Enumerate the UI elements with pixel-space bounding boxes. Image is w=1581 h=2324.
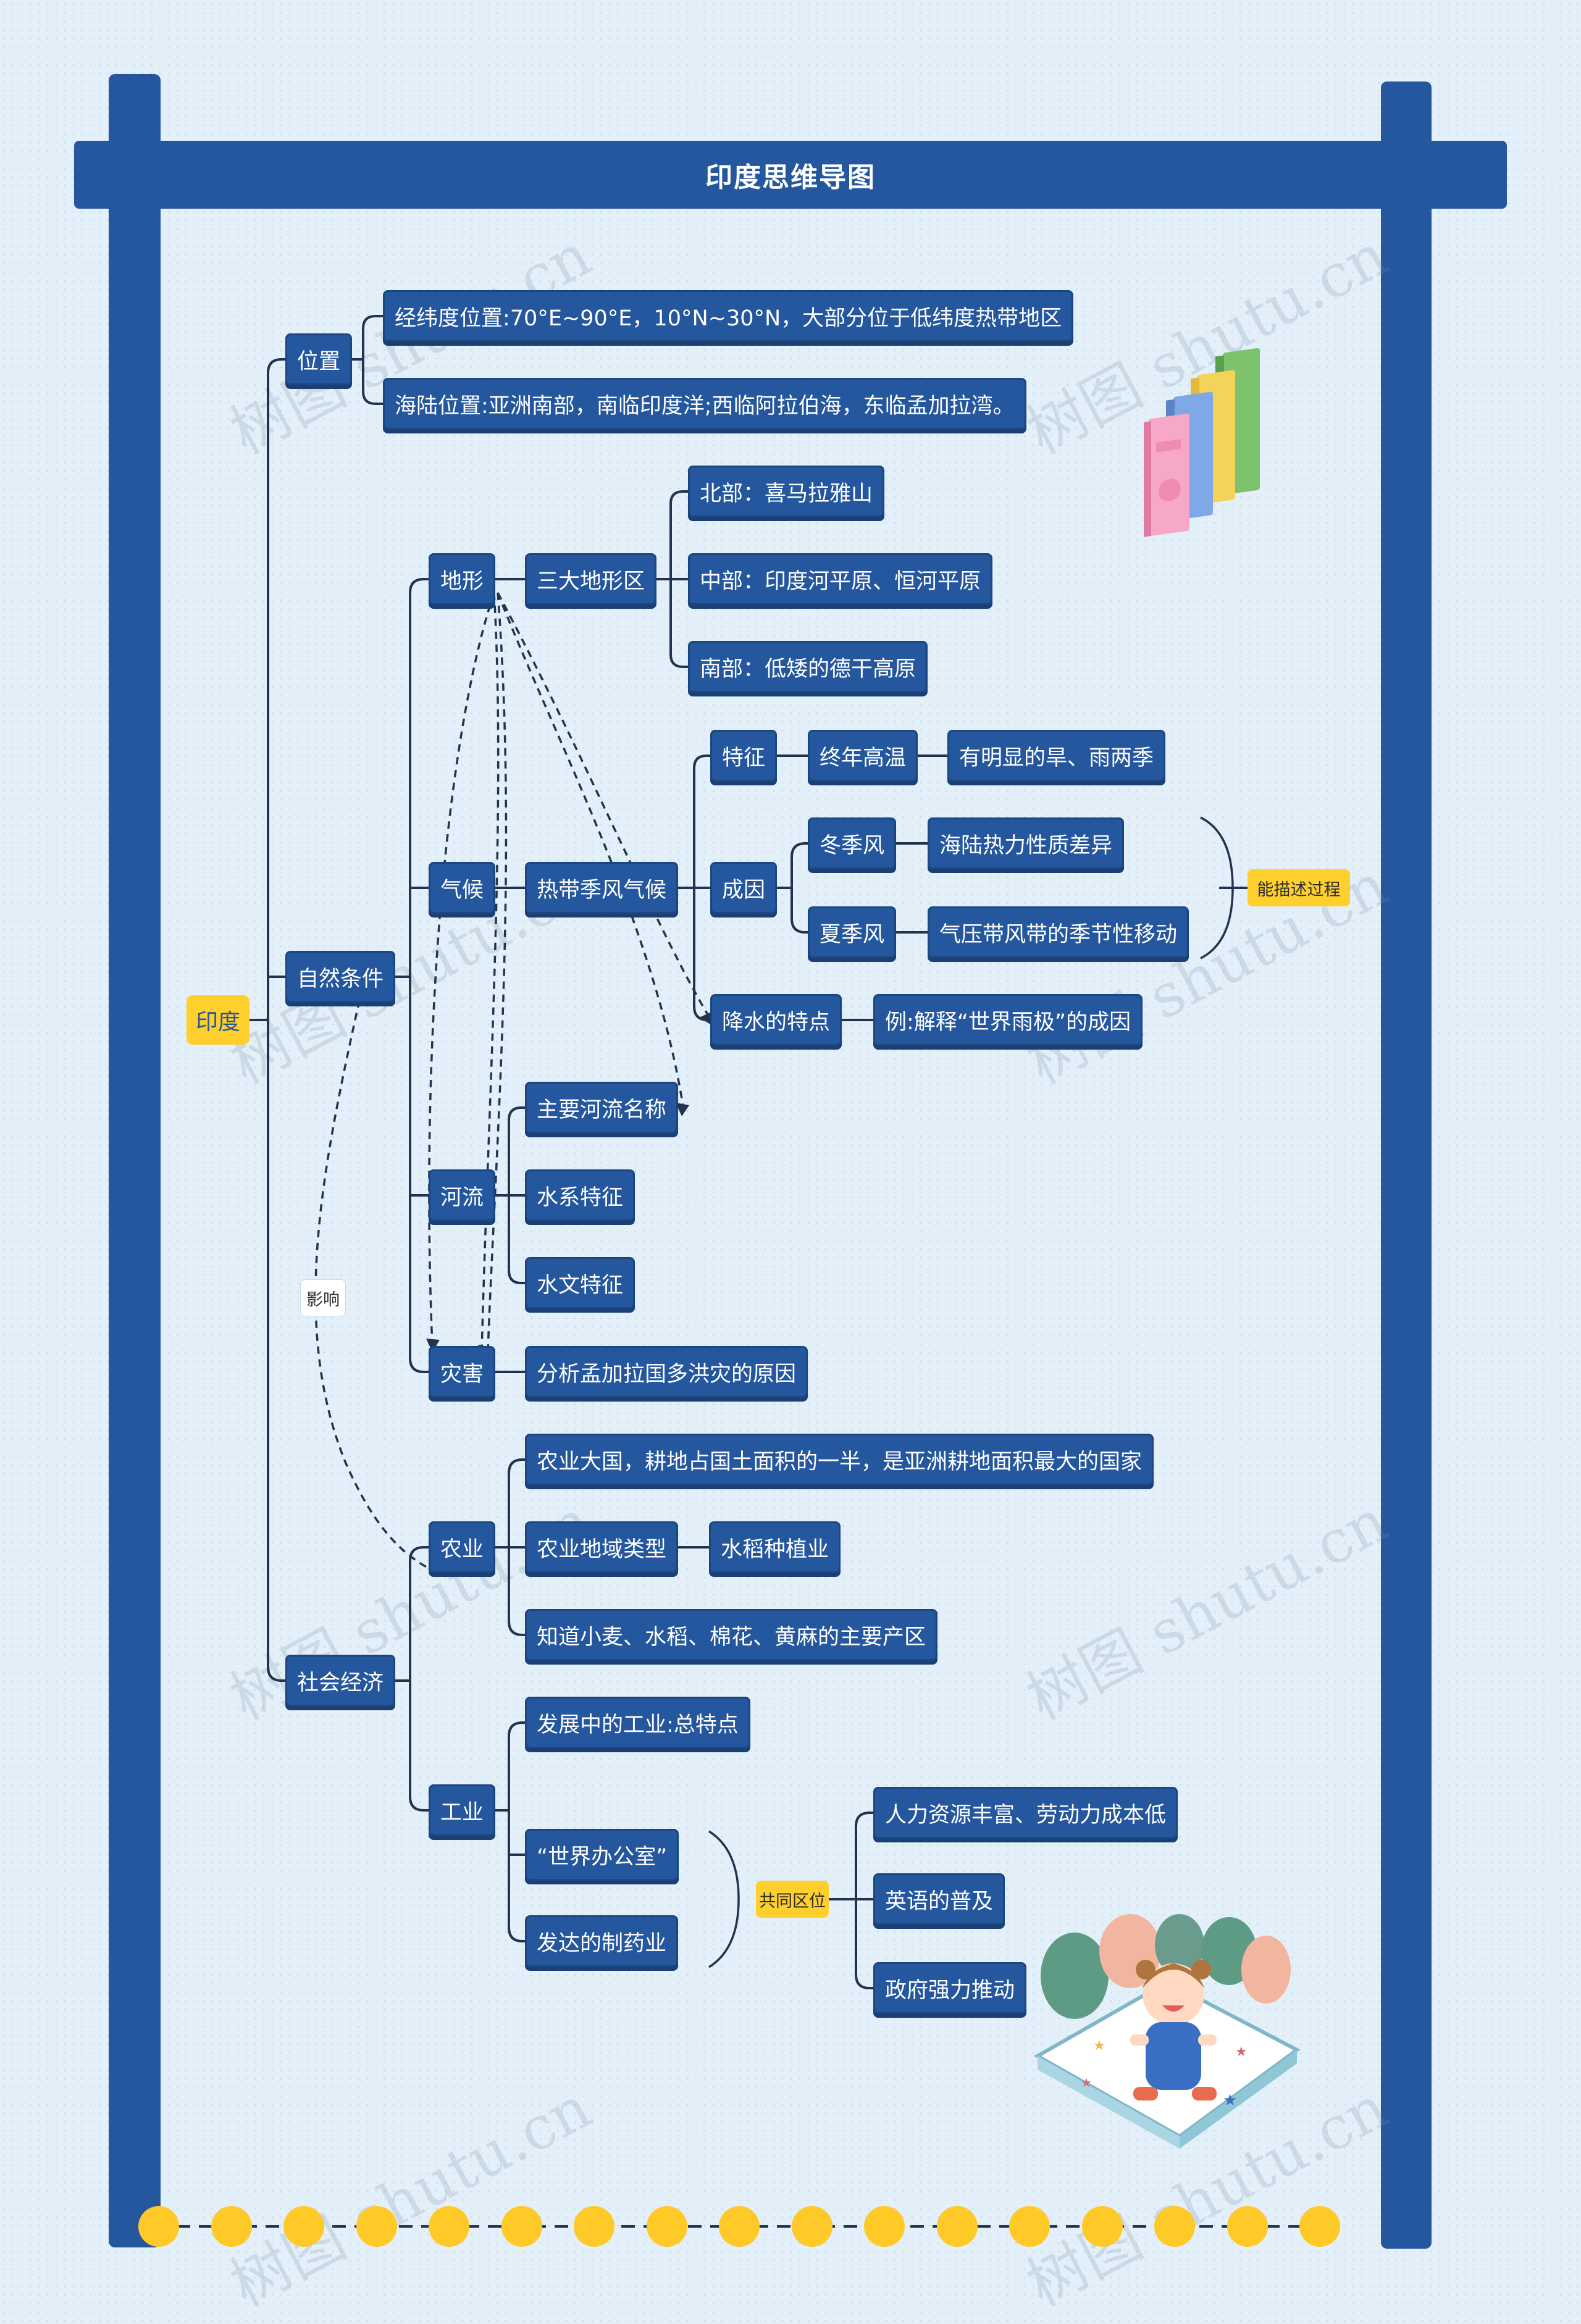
node-factor-english[interactable]: 英语的普及 xyxy=(873,1873,1005,1925)
node-feature-seasons[interactable]: 有明显的旱、雨两季 xyxy=(947,730,1166,782)
node-industry-developing[interactable]: 发展中的工业:总特点 xyxy=(525,1697,750,1749)
svg-text:★: ★ xyxy=(1235,2044,1248,2060)
right-pillar xyxy=(1381,82,1432,2249)
node-disaster[interactable]: 灾害 xyxy=(429,1346,496,1398)
node-river-names[interactable]: 主要河流名称 xyxy=(525,1082,679,1134)
bottom-dot xyxy=(936,2206,978,2247)
node-climate-rain[interactable]: 降水的特点 xyxy=(710,994,842,1046)
bottom-dot xyxy=(283,2206,324,2247)
node-location[interactable]: 位置 xyxy=(285,333,353,385)
node-cause-winter-reason[interactable]: 海陆热力性质差异 xyxy=(928,817,1125,869)
bottom-dot xyxy=(864,2206,905,2247)
node-agri-rice[interactable]: 水稻种植业 xyxy=(709,1521,841,1573)
node-rain-example[interactable]: 例:解释“世界雨极”的成因 xyxy=(873,994,1143,1046)
node-industry-pharma[interactable]: 发达的制药业 xyxy=(525,1915,679,1967)
bottom-dot xyxy=(429,2206,469,2247)
bottom-dot xyxy=(1154,2206,1195,2247)
bottom-dot xyxy=(719,2206,760,2247)
node-river-system[interactable]: 水系特征 xyxy=(525,1169,635,1221)
bottom-dot xyxy=(574,2206,614,2247)
bottom-dot xyxy=(646,2206,687,2247)
bottom-dot xyxy=(138,2206,179,2247)
node-location-sea-land[interactable]: 海陆位置:亚洲南部，南临印度洋;西临阿拉伯海，东临孟加拉湾。 xyxy=(383,378,1026,430)
node-feature-hot[interactable]: 终年高温 xyxy=(808,730,918,782)
node-terrain-south[interactable]: 南部：低矮的德干高原 xyxy=(688,641,928,693)
bottom-dot xyxy=(1299,2206,1340,2247)
bottom-dot xyxy=(211,2206,252,2247)
bottom-dot xyxy=(356,2206,397,2247)
node-climate-monsoon[interactable]: 热带季风气候 xyxy=(525,862,679,914)
node-climate-feature[interactable]: 特征 xyxy=(710,730,778,782)
node-river-hydrology[interactable]: 水文特征 xyxy=(525,1257,635,1309)
node-agri-big[interactable]: 农业大国，耕地占国土面积的一半，是亚洲耕地面积最大的国家 xyxy=(525,1434,1154,1486)
bottom-dot xyxy=(1227,2206,1268,2247)
root-node[interactable]: 印度 xyxy=(187,995,250,1045)
node-terrain[interactable]: 地形 xyxy=(429,553,496,605)
bottom-dot xyxy=(791,2206,832,2247)
bottom-dot xyxy=(1009,2206,1050,2247)
node-river[interactable]: 河流 xyxy=(429,1169,496,1221)
svg-text:★: ★ xyxy=(1223,2091,1237,2110)
bottom-dot xyxy=(1081,2206,1123,2247)
node-nature[interactable]: 自然条件 xyxy=(285,951,396,1003)
page-title: 印度思维导图 xyxy=(74,141,1507,209)
summary-describe-process[interactable]: 能描述过程 xyxy=(1248,869,1350,906)
node-agriculture[interactable]: 农业 xyxy=(429,1521,496,1573)
svg-text:★: ★ xyxy=(1093,2038,1105,2054)
node-terrain-three-regions[interactable]: 三大地形区 xyxy=(525,553,657,605)
node-cause-summer[interactable]: 夏季风 xyxy=(808,906,897,958)
left-pillar xyxy=(109,74,161,2247)
node-location-latlon[interactable]: 经纬度位置:70°E~90°E，10°N~30°N，大部分位于低纬度热带地区 xyxy=(383,290,1074,342)
summary-common-location[interactable]: 共同区位 xyxy=(756,1881,829,1918)
child-reading-illustration: ★ ★ ★ ★ xyxy=(1033,1914,1301,2149)
node-climate[interactable]: 气候 xyxy=(429,862,496,914)
node-industry[interactable]: 工业 xyxy=(429,1784,496,1836)
node-factor-labor[interactable]: 人力资源丰富、劳动力成本低 xyxy=(873,1787,1178,1839)
svg-text:★: ★ xyxy=(1081,2075,1092,2090)
node-cause-summer-reason[interactable]: 气压带风带的季节性移动 xyxy=(928,906,1189,958)
influence-label[interactable]: 影响 xyxy=(300,1279,346,1316)
node-agri-type[interactable]: 农业地域类型 xyxy=(525,1521,679,1573)
node-industry-office[interactable]: “世界办公室” xyxy=(525,1829,679,1881)
node-cause-winter[interactable]: 冬季风 xyxy=(808,817,897,869)
node-climate-cause[interactable]: 成因 xyxy=(710,862,778,914)
node-terrain-middle[interactable]: 中部：印度河平原、恒河平原 xyxy=(688,553,993,605)
node-terrain-north[interactable]: 北部：喜马拉雅山 xyxy=(688,466,885,517)
books-illustration xyxy=(1144,348,1260,537)
node-disaster-flood[interactable]: 分析孟加拉国多洪灾的原因 xyxy=(525,1346,808,1398)
node-agri-crops[interactable]: 知道小麦、水稻、棉花、黄麻的主要产区 xyxy=(525,1609,938,1661)
node-economy[interactable]: 社会经济 xyxy=(285,1655,396,1707)
node-factor-government[interactable]: 政府强力推动 xyxy=(873,1962,1027,2014)
bottom-dot xyxy=(501,2206,542,2247)
